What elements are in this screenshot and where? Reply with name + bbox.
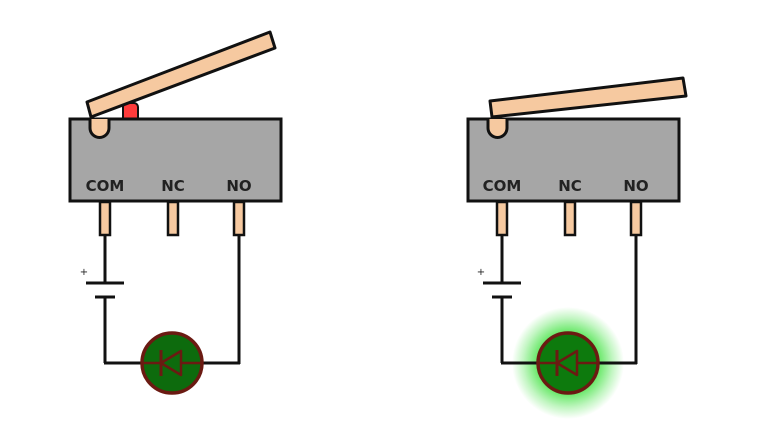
nc-label-pressed: NC	[558, 177, 582, 195]
no-label: NO	[226, 177, 251, 195]
battery-symbol-pressed	[483, 281, 521, 299]
battery-symbol	[86, 281, 124, 299]
com-pin	[98, 200, 112, 237]
switch-pressed-group: COM NC NO +	[466, 76, 688, 419]
led-off	[140, 331, 204, 395]
com-label-pressed: COM	[483, 177, 522, 195]
lever-arm	[85, 30, 277, 119]
com-label: COM	[86, 177, 125, 195]
lever-hinge-pressed	[486, 119, 509, 139]
lever-arm-pressed	[488, 76, 688, 119]
nc-label: NC	[161, 177, 185, 195]
no-pin-pressed	[629, 200, 643, 237]
lever-hinge	[88, 119, 111, 139]
switch-released-group: COM NC NO +	[68, 30, 283, 395]
battery-plus-label: +	[80, 267, 88, 278]
nc-pin	[166, 200, 180, 237]
no-pin	[232, 200, 246, 237]
led-lit	[536, 331, 600, 395]
nc-pin-pressed	[563, 200, 577, 237]
no-label-pressed: NO	[623, 177, 648, 195]
battery-plus-label-pressed: +	[477, 267, 485, 278]
com-pin-pressed	[495, 200, 509, 237]
